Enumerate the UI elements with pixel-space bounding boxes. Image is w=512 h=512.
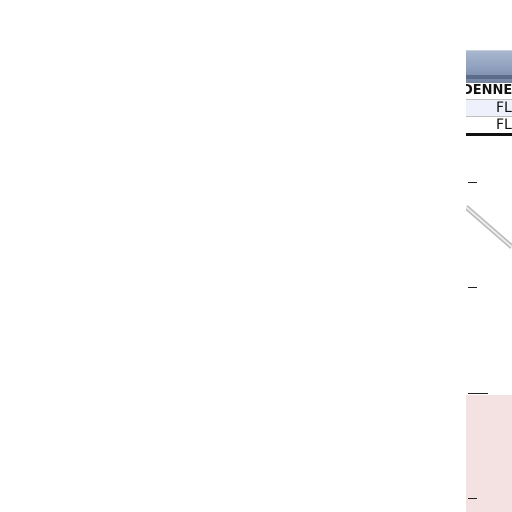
scale-tick <box>468 393 488 394</box>
scale-tick <box>468 287 477 288</box>
scale-tick <box>468 498 477 499</box>
flight-label: FL <box>496 100 512 116</box>
name-label: DENNEB <box>466 83 512 98</box>
flight-label: FL <box>496 117 512 133</box>
table-bottom-rule <box>466 133 512 136</box>
side-panel: DENNEB FL FL <box>466 0 512 512</box>
flight-row[interactable]: FL <box>466 99 512 117</box>
flight-row[interactable]: FL <box>466 116 512 134</box>
scale-tick <box>468 182 477 183</box>
name-row[interactable]: DENNEB <box>466 83 512 99</box>
trajectory-highlight <box>466 206 512 248</box>
header-shadow-band <box>466 75 512 79</box>
alert-zone <box>466 395 512 512</box>
panel-header-bar <box>466 50 512 85</box>
trajectory-line <box>466 205 512 249</box>
